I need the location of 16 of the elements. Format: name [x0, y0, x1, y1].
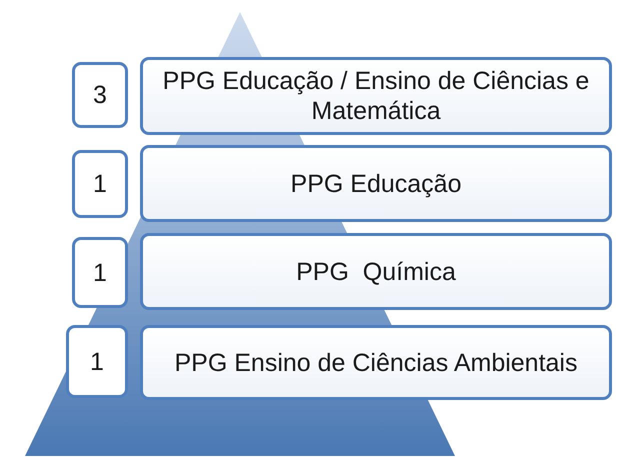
program-box [140, 57, 612, 135]
count-box [66, 325, 128, 398]
count-box [72, 150, 128, 218]
program-name: PPG Educação / Ensino de Ciências e Matemática [162, 66, 590, 126]
program-box [140, 325, 612, 400]
count-number: 3 [93, 80, 107, 110]
count-number: 1 [93, 258, 107, 288]
program-name: PPG Ensino de Ciências Ambientais [174, 348, 578, 378]
count-box [72, 62, 128, 128]
count-number: 1 [93, 169, 107, 199]
count-box [72, 237, 128, 308]
count-number: 1 [90, 346, 104, 376]
program-box [140, 233, 612, 310]
program-box [140, 145, 612, 222]
program-name: PPG Educação [290, 168, 462, 198]
program-name: PPG Química [296, 256, 456, 286]
